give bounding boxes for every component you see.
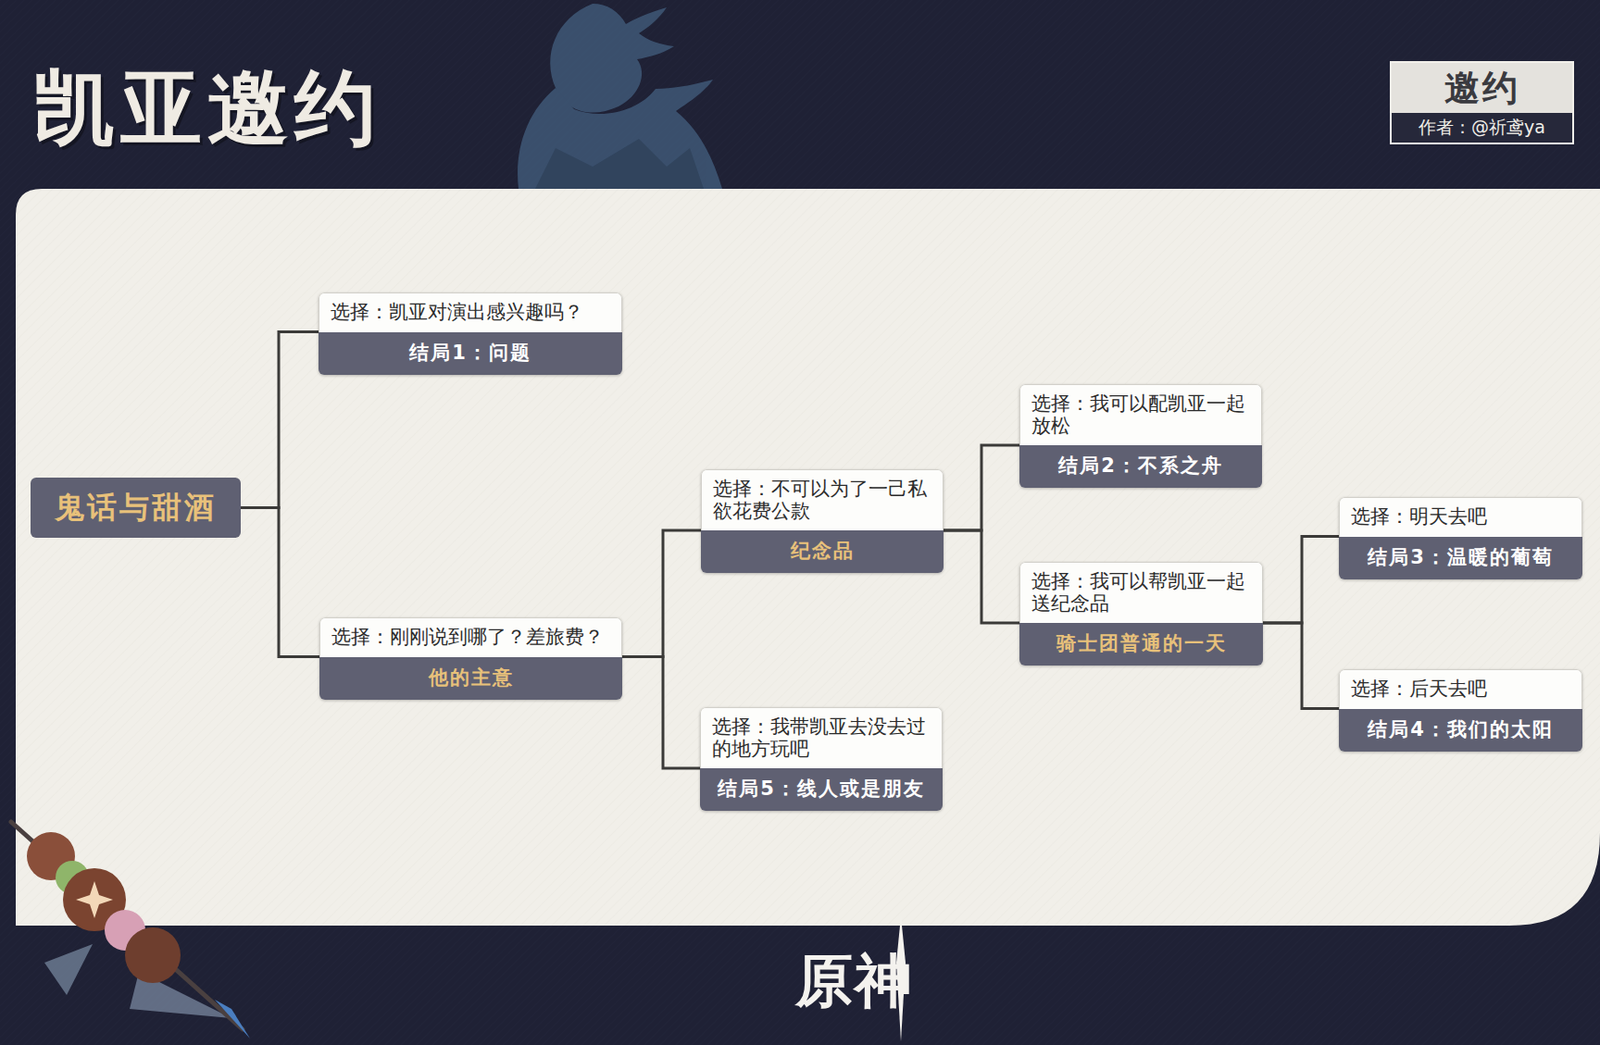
author-credit: 作者：@祈鸢ya — [1391, 112, 1573, 144]
step-title: 骑士团普通的一天 — [1019, 623, 1263, 666]
choice-card: 选择：我可以配凯亚一起放松结局2：不系之舟 — [1019, 384, 1263, 488]
ending-title: 结局5：线人或是朋友 — [700, 768, 943, 812]
choice-text: 选择：我可以配凯亚一起放松 — [1019, 384, 1263, 446]
choice-card: 选择：不可以为了一己私欲花费公款纪念品 — [700, 469, 944, 574]
choice-card: 选择：我带凯亚去没去过的地方玩吧结局5：线人或是朋友 — [700, 707, 943, 812]
tree-connector — [943, 530, 1020, 624]
skewer-illustration — [11, 822, 250, 1039]
diagram-title: 凯亚邀约 — [33, 53, 382, 164]
panel — [15, 188, 1600, 926]
choice-text: 选择：不可以为了一己私欲花费公款 — [700, 469, 944, 531]
tree-connector — [622, 530, 701, 657]
tree-connector — [240, 508, 320, 658]
choice-card: 选择：刚刚说到哪了？差旅费？他的主意 — [319, 617, 623, 700]
ending-title: 结局1：问题 — [318, 332, 623, 375]
choice-text: 选择：我可以帮凯亚一起送纪念品 — [1019, 562, 1263, 624]
start-box: 鬼话与甜酒 — [30, 477, 241, 538]
choice-card: 选择：凯亚对演出感兴趣吗？结局1：问题 — [318, 292, 623, 375]
ending-title: 结局2：不系之舟 — [1019, 445, 1263, 488]
game-logo: 原神 — [795, 942, 914, 1021]
choice-card: 选择：明天去吧结局3：温暖的葡萄 — [1338, 497, 1583, 580]
choice-card: 选择：我可以帮凯亚一起送纪念品骑士团普通的一天 — [1019, 562, 1263, 666]
choice-text: 选择：我带凯亚去没去过的地方玩吧 — [700, 707, 943, 769]
ending-title: 结局4：我们的太阳 — [1338, 709, 1583, 752]
ending-title: 结局3：温暖的葡萄 — [1338, 537, 1583, 580]
tree-connector — [240, 332, 319, 509]
choice-card: 选择：后天去吧结局4：我们的太阳 — [1338, 669, 1583, 752]
choice-text: 选择：后天去吧 — [1338, 669, 1583, 710]
step-title: 纪念品 — [700, 530, 944, 574]
tree-connector — [622, 657, 700, 770]
dragon-emblem — [517, 3, 723, 189]
step-title: 他的主意 — [319, 657, 623, 700]
tree-connector — [1262, 537, 1339, 625]
node-title: 鬼话与甜酒 — [54, 487, 217, 529]
choice-text: 选择：凯亚对演出感兴趣吗？ — [318, 292, 623, 333]
choice-text: 选择：刚刚说到哪了？差旅费？ — [319, 617, 623, 658]
author-badge: 邀约作者：@祈鸢ya — [1389, 61, 1575, 145]
choice-text: 选择：明天去吧 — [1338, 497, 1583, 538]
tree-connector — [1262, 623, 1339, 709]
tree-connector — [943, 445, 1020, 531]
badge-title: 邀约 — [1391, 62, 1573, 113]
